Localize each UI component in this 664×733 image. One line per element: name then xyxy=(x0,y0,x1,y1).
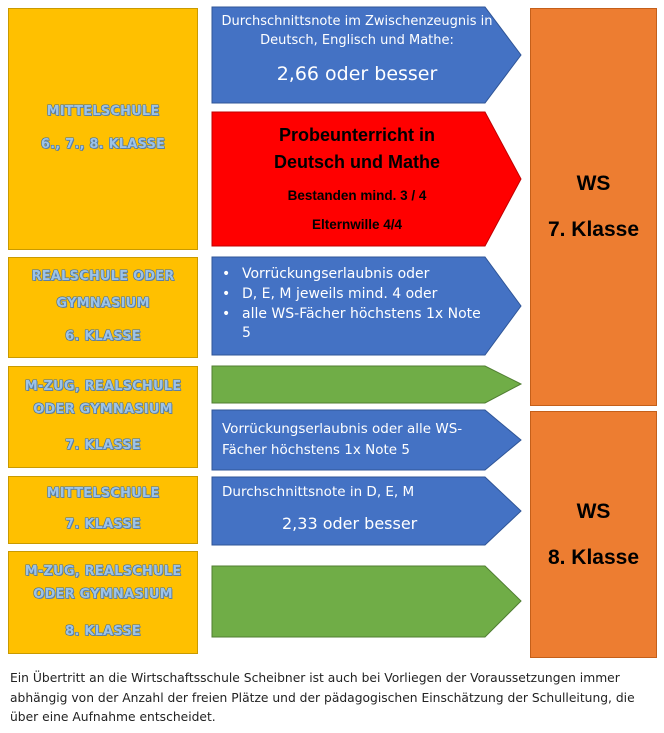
school-box-line: M-ZUG, REALSCHULE xyxy=(24,378,182,394)
ws-klasse: 7. Klasse xyxy=(547,218,640,241)
arrow-text-vorrueckung-8: Vorrückungserlaubnis oder alle WS- Fäche… xyxy=(222,419,492,461)
arrow-text-line: Durchschnittsnote in D, E, M xyxy=(222,484,415,500)
requirement-item: alle WS-Fächer höchstens 1x Note 5 xyxy=(222,305,482,343)
school-box-line: M-ZUG, REALSCHULE xyxy=(24,564,182,580)
school-box-line: 8. KLASSE xyxy=(65,623,141,639)
school-box-mittelschule-678: MITTELSCHULE 6., 7., 8. KLASSE xyxy=(8,8,198,250)
probeunterricht-title-line: Deutsch und Mathe xyxy=(273,152,440,172)
arrow-text-line: Deutsch, Englisch und Mathe: xyxy=(260,33,454,48)
ws-box-7-klasse: WS 7. Klasse xyxy=(530,8,657,406)
school-box-mittelschule-7: MITTELSCHULE 7. KLASSE xyxy=(8,476,198,544)
school-box-line: 6. KLASSE xyxy=(65,328,141,344)
school-box-line: REALSCHULE ODER xyxy=(31,269,175,285)
school-box-line: 6., 7., 8. KLASSE xyxy=(40,137,166,152)
arrow-mzug-7 xyxy=(211,365,523,404)
arrow-text-notendurchschnitt-8: Durchschnittsnote in D, E, M 2,33 oder b… xyxy=(222,484,502,533)
arrow-notendurchschnitt-7 xyxy=(211,6,522,104)
arrow-text-realschule-6: Vorrückungserlaubnis oder D, E, M jeweil… xyxy=(212,265,482,344)
ws-label: WS xyxy=(576,172,611,195)
arrow-vorrueckung-8 xyxy=(211,409,522,471)
probeunterricht-sub-line: Elternwille 4/4 xyxy=(311,217,403,232)
arrow-text-probeunterricht: Probeunterricht in Deutsch und Mathe Bes… xyxy=(212,122,502,232)
school-box-mzug-8: M-ZUG, REALSCHULE ODER GYMNASIUM 8. KLAS… xyxy=(8,551,198,654)
footer-note: Ein Übertritt an die Wirtschaftsschule S… xyxy=(10,671,635,724)
school-box-line: 7. KLASSE xyxy=(65,438,141,454)
arrow-text-notendurchschnitt-7: Durchschnittsnote im Zwischenzeugnis in … xyxy=(212,12,502,85)
probeunterricht-title-line: Probeunterricht in xyxy=(278,125,435,145)
arrow-text-big: 2,66 oder besser xyxy=(276,63,438,85)
school-box-line: MITTELSCHULE xyxy=(46,486,160,502)
arrow-notendurchschnitt-8 xyxy=(211,476,522,546)
ws-klasse: 8. Klasse xyxy=(547,545,640,569)
requirement-item: D, E, M jeweils mind. 4 oder xyxy=(222,285,482,304)
arrow-text-line: Fächer höchstens 1x Note 5 xyxy=(222,442,410,458)
ws-label: WS xyxy=(576,499,611,523)
arrow-text-big: 2,33 oder besser xyxy=(282,514,418,533)
school-box-line: MITTELSCHULE xyxy=(46,104,160,120)
arrow-text-line: Durchschnittsnote im Zwischenzeugnis in xyxy=(221,14,493,29)
arrow-probeunterricht xyxy=(211,111,522,247)
school-box-line: GYMNASIUM xyxy=(56,296,150,312)
school-box-line: ODER GYMNASIUM xyxy=(33,401,173,417)
school-box-realschule-6: REALSCHULE ODER GYMNASIUM 6. KLASSE xyxy=(8,257,198,358)
arrow-mzug-8 xyxy=(211,565,522,638)
requirement-list: Vorrückungserlaubnis oder D, E, M jeweil… xyxy=(212,265,482,343)
school-box-mzug-7: M-ZUG, REALSCHULE ODER GYMNASIUM 7. KLAS… xyxy=(8,366,198,468)
probeunterricht-sub-line: Bestanden mind. 3 / 4 xyxy=(287,188,427,203)
requirement-item: Vorrückungserlaubnis oder xyxy=(222,265,482,284)
school-box-line: ODER GYMNASIUM xyxy=(33,587,173,603)
ws-box-8-klasse: WS 8. Klasse xyxy=(530,411,657,658)
arrow-text-line: Vorrückungserlaubnis oder alle WS- xyxy=(222,421,463,437)
school-box-line: 7. KLASSE xyxy=(65,517,141,532)
